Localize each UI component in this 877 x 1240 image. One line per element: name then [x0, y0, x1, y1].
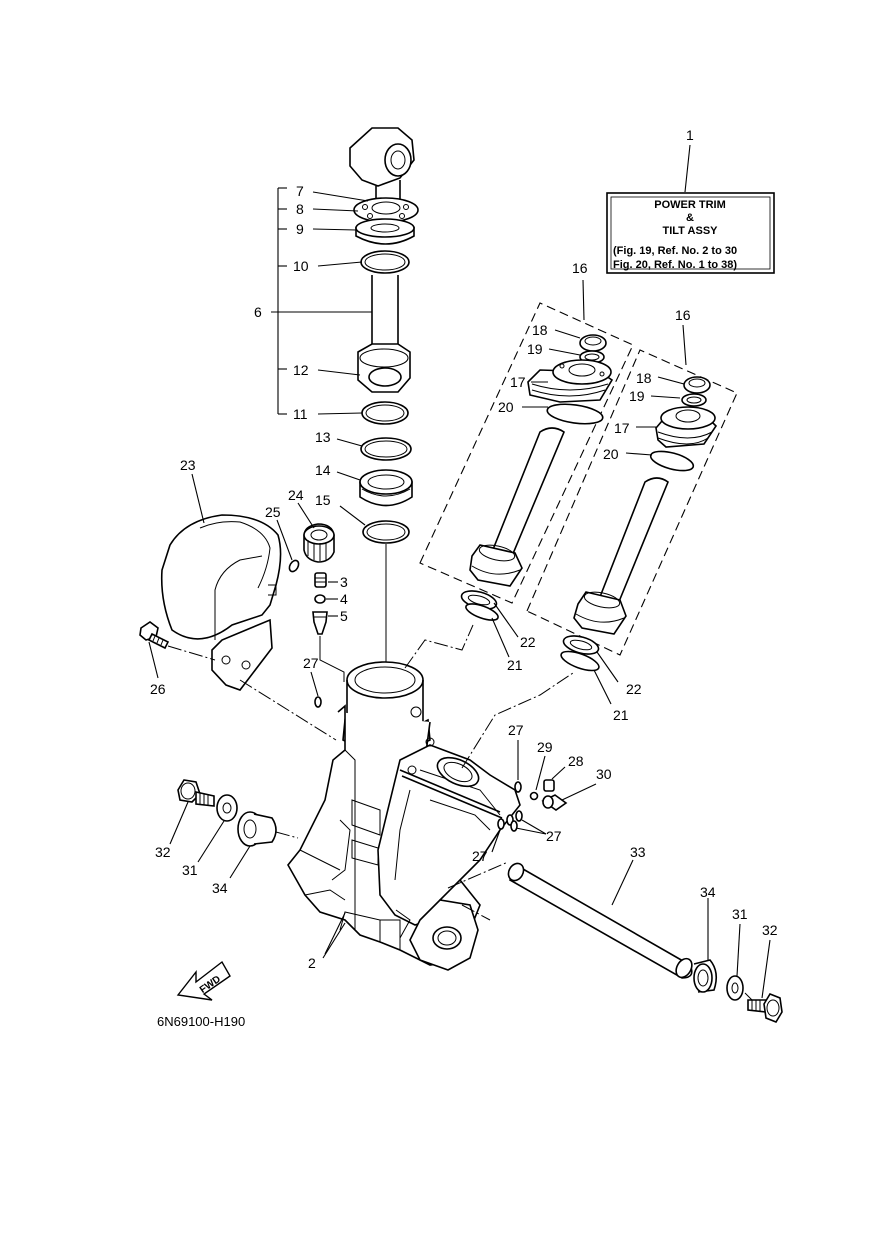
callout-19-left: 19 [527, 341, 543, 357]
callout-27-d: 27 [472, 848, 488, 864]
callout-20-right: 20 [603, 446, 619, 462]
callout-20-left: 20 [498, 399, 514, 415]
callout-11: 11 [293, 406, 308, 422]
callout-24: 24 [288, 487, 304, 503]
trim-tilt-housing [287, 661, 521, 971]
bolt-26 [139, 621, 170, 650]
callout-31-left: 31 [182, 862, 198, 878]
callout-31-right: 31 [732, 906, 748, 922]
callout-23: 23 [180, 457, 196, 473]
callout-14: 14 [315, 462, 331, 478]
callout-22-left: 22 [520, 634, 536, 650]
valve-parts [312, 572, 328, 635]
callout-21-right: 21 [613, 707, 629, 723]
callout-29: 29 [537, 739, 553, 755]
callout-2: 2 [308, 955, 316, 971]
callout-4: 4 [340, 591, 348, 607]
callout-5: 5 [340, 608, 348, 624]
callout-28: 28 [568, 753, 584, 769]
callout-25: 25 [265, 504, 281, 520]
pin-30 [541, 794, 568, 811]
drawing-code: 6N69100-H190 [157, 1014, 245, 1029]
cylinder-seals [359, 437, 413, 544]
callout-27-a: 27 [303, 655, 319, 671]
callout-10: 10 [293, 258, 309, 274]
callout-34-left: 34 [212, 880, 228, 896]
callout-32-right: 32 [762, 922, 778, 938]
callout-15: 15 [315, 492, 331, 508]
callout-17-right: 17 [614, 420, 630, 436]
callout-27-c: 27 [546, 828, 562, 844]
callout-33: 33 [630, 844, 646, 860]
info-box-line-2: & [686, 212, 694, 224]
callout-3: 3 [340, 574, 348, 590]
callout-18-left: 18 [532, 322, 548, 338]
washer-31-right [726, 975, 744, 1001]
info-box-line-4: (Fig. 19, Ref. No. 2 to 30 [613, 245, 737, 257]
washer-31-left [216, 794, 238, 822]
callout-12: 12 [293, 362, 309, 378]
tilt-rod-assembly [349, 127, 419, 425]
callout-32-left: 32 [155, 844, 171, 860]
callout-7: 7 [296, 183, 304, 199]
reservoir-cover [160, 514, 282, 691]
trim-cylinder-group-1 [419, 302, 634, 604]
bolt-32-left [177, 779, 215, 807]
info-box-line-1: POWER TRIM [654, 199, 726, 211]
callout-8: 8 [296, 201, 304, 217]
callout-27-b: 27 [508, 722, 524, 738]
callouts: 1 2 3 4 5 6 7 8 9 10 11 12 13 14 15 16 1… [150, 127, 778, 971]
callout-1: 1 [686, 127, 694, 143]
callout-30: 30 [596, 766, 612, 782]
callout-34-right: 34 [700, 884, 716, 900]
callout-21-left: 21 [507, 657, 523, 673]
callout-6: 6 [254, 304, 262, 320]
callout-13: 13 [315, 429, 331, 445]
callout-16-left: 16 [572, 260, 588, 276]
info-box-line-3: TILT ASSY [663, 225, 719, 237]
callout-18-right: 18 [636, 370, 652, 386]
bolt-32-right [747, 993, 783, 1023]
fwd-arrow-icon: FWD [176, 960, 231, 1001]
callout-16-right: 16 [675, 307, 691, 323]
pin-28 [543, 779, 555, 792]
callout-19-right: 19 [629, 388, 645, 404]
info-box-line-5: Fig. 20, Ref. No. 1 to 38) [613, 259, 737, 271]
bushing-34-right [693, 959, 718, 993]
callout-26: 26 [150, 681, 166, 697]
bushing-34-left [237, 811, 277, 847]
trim-cylinder-group-2 [526, 349, 738, 656]
callout-17-left: 17 [510, 374, 526, 390]
filter-and-oring [288, 523, 335, 573]
callout-22-right: 22 [626, 681, 642, 697]
tilt-pin-33 [507, 862, 693, 979]
assembly-info-box: POWER TRIM & TILT ASSY (Fig. 19, Ref. No… [606, 192, 775, 274]
callout-9: 9 [296, 221, 304, 237]
